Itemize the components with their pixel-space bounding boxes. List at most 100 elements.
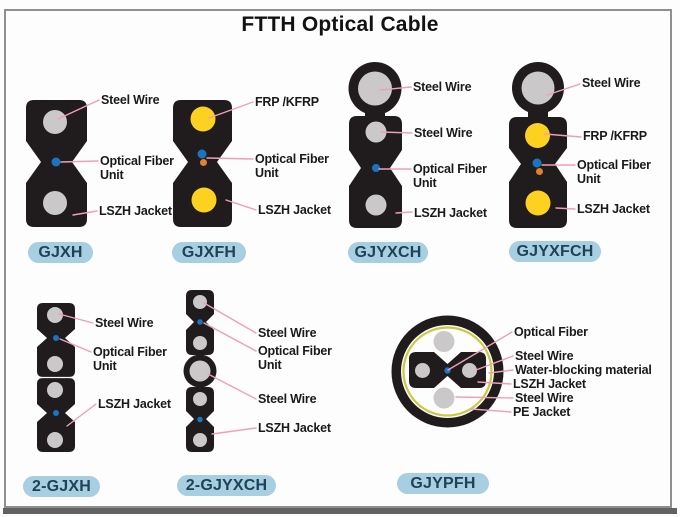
leader-line bbox=[72, 210, 98, 216]
2gjxh-steel-wire-1 bbox=[47, 307, 63, 323]
diagram-bottom-edge bbox=[3, 508, 677, 514]
2gjyxch-steel-wire-4 bbox=[193, 433, 207, 447]
gjxfh-frp-top bbox=[190, 106, 216, 132]
gjypfh-steel-wire-right bbox=[462, 363, 477, 378]
leader-line bbox=[203, 302, 257, 334]
cable-gjyxch-graphic bbox=[348, 62, 402, 228]
cable-2gjyxch-graphic bbox=[183, 290, 217, 452]
cable-gjxh-graphic bbox=[26, 100, 87, 227]
leader-line bbox=[60, 160, 99, 163]
2gjxh-steel-wire-2 bbox=[47, 356, 63, 372]
2gjyxch-steel-wire-2 bbox=[193, 336, 207, 350]
label-gjyxfch-lszh-jacket: LSZH Jacket bbox=[577, 202, 650, 216]
leader-line bbox=[208, 101, 254, 119]
label-gjyxch-optical-fiber: Optical Fiber Unit bbox=[413, 162, 487, 190]
diagram-title: FTTH Optical Cable bbox=[241, 13, 439, 36]
label-gjxh-steel-wire: Steel Wire bbox=[101, 93, 160, 107]
2gjxh-steel-wire-4 bbox=[47, 432, 63, 448]
label-gjyxfch-steel-wire: Steel Wire bbox=[582, 76, 641, 90]
2gjyxch-optical-fiber-dot-1 bbox=[197, 319, 203, 325]
2gjyxch-steel-wire-3 bbox=[193, 392, 207, 406]
leader-line bbox=[447, 331, 513, 371]
2gjyxch-optical-fiber-dot-2 bbox=[197, 416, 203, 423]
label-gjyxch-lszh-jacket: LSZH Jacket bbox=[414, 206, 487, 220]
label-gjyxfch-frp: FRP /KFRP bbox=[583, 129, 647, 143]
label-gjypfh-steel-wire-2: Steel Wire bbox=[515, 391, 574, 405]
gjxh-steel-wire-top bbox=[43, 110, 67, 134]
label-2gjxh-optical-fiber: Optical Fiber Unit bbox=[93, 345, 167, 373]
label-gjypfh-optical-fiber: Optical Fiber bbox=[514, 325, 588, 339]
2gjxh-optical-fiber-dot-1 bbox=[53, 335, 59, 341]
leader-line bbox=[455, 396, 514, 399]
gjyxfch-optical-fiber-dot bbox=[532, 158, 542, 168]
leader-line bbox=[555, 207, 576, 210]
gjxfh-frp-bottom bbox=[191, 187, 217, 213]
gjypfh-steel-wire-left bbox=[415, 363, 430, 378]
label-gjyxfch-optical-fiber: Optical Fiber Unit bbox=[577, 158, 651, 186]
leader-line bbox=[379, 86, 412, 91]
leader-line bbox=[488, 369, 514, 374]
gjypfh-steel-wire-bottom bbox=[433, 387, 455, 409]
label-gjxfh-frp: FRP /KFRP bbox=[255, 95, 319, 109]
cable-name-badge-2gjyxch: 2-GJYXCH bbox=[177, 475, 276, 496]
label-gjxh-optical-fiber: Optical Fiber Unit bbox=[100, 154, 174, 182]
leader-line bbox=[225, 199, 257, 211]
gjyxfch-frp-bottom bbox=[525, 190, 551, 216]
label-gjxh-lszh-jacket: LSZH Jacket bbox=[99, 204, 172, 218]
label-gjypfh-water-blocking: Water-blocking material bbox=[515, 363, 652, 377]
gjyxch-optical-fiber-dot bbox=[372, 164, 380, 172]
2gjyxch-messenger-steel-wire bbox=[189, 360, 211, 382]
cable-2gjxh-graphic bbox=[37, 303, 75, 452]
label-gjypfh-steel-wire-1: Steel Wire bbox=[515, 349, 574, 363]
2gjyxch-steel-wire-1 bbox=[193, 295, 207, 309]
leader-line bbox=[395, 211, 413, 214]
leader-line bbox=[203, 322, 257, 352]
label-gjxfh-lszh-jacket: LSZH Jacket bbox=[258, 203, 331, 217]
gjyxch-steel-wire-top bbox=[365, 121, 387, 143]
leader-line bbox=[544, 133, 582, 138]
leader-line bbox=[475, 355, 514, 371]
cable-name-badge-gjypfh: GJYPFH bbox=[397, 473, 489, 494]
gjyxfch-messenger-steel-wire bbox=[521, 71, 555, 105]
2gjxh-optical-fiber-dot-2 bbox=[53, 410, 59, 416]
cable-name-badge-gjyxfch: GJYXFCH bbox=[509, 241, 601, 262]
cable-name-badge-2gjxh: 2-GJXH bbox=[23, 476, 100, 497]
label-2gjxh-steel-wire: Steel Wire bbox=[95, 316, 154, 330]
gjyxfch-neck bbox=[528, 100, 548, 120]
label-gjypfh-pe-jacket: PE Jacket bbox=[513, 405, 571, 419]
gjxh-steel-wire-bottom bbox=[43, 191, 67, 215]
label-gjyxch-steel-wire-2: Steel Wire bbox=[414, 126, 473, 140]
gjxfh-optical-fiber-dot bbox=[197, 149, 207, 159]
leader-line bbox=[211, 427, 257, 435]
gjyxch-neck bbox=[365, 100, 385, 120]
gjxfh-fiber-orange-dot bbox=[200, 159, 207, 166]
gjypfh-aramid-ring bbox=[402, 326, 493, 417]
gjypfh-steel-wire-top bbox=[433, 331, 455, 352]
gjyxch-steel-wire-bottom bbox=[365, 194, 387, 216]
leader-line bbox=[470, 408, 512, 413]
label-2gjyxch-steel-wire-1: Steel Wire bbox=[258, 326, 317, 340]
leader-lines bbox=[57, 83, 582, 435]
label-2gjyxch-optical-fiber: Optical Fiber Unit bbox=[258, 344, 332, 372]
label-2gjyxch-lszh-jacket: LSZH Jacket bbox=[258, 421, 331, 435]
leader-line bbox=[207, 373, 257, 400]
cable-gjyxfch-graphic bbox=[509, 62, 567, 228]
cable-name-badge-gjxfh: GJXFH bbox=[172, 242, 246, 263]
leader-line bbox=[477, 381, 512, 385]
leader-line bbox=[57, 99, 100, 120]
label-gjxfh-optical-fiber: Optical Fiber Unit bbox=[255, 152, 329, 180]
gjyxfch-frp-top bbox=[525, 123, 550, 148]
gjyxch-lszh-jacket-body bbox=[349, 116, 402, 228]
leader-line bbox=[58, 313, 94, 324]
label-gjyxch-steel-wire-1: Steel Wire bbox=[413, 80, 472, 94]
label-gjypfh-lszh-jacket: LSZH Jacket bbox=[513, 377, 586, 391]
gjyxch-messenger-steel-wire bbox=[358, 71, 392, 106]
leader-line bbox=[546, 83, 581, 96]
leader-line bbox=[380, 131, 413, 134]
leader-line bbox=[66, 403, 97, 427]
2gjxh-steel-wire-3 bbox=[47, 382, 63, 398]
label-2gjyxch-steel-wire-2: Steel Wire bbox=[258, 392, 317, 406]
cable-name-badge-gjyxch: GJYXCH bbox=[348, 242, 428, 263]
label-2gjxh-lszh-jacket: LSZH Jacket bbox=[98, 397, 171, 411]
